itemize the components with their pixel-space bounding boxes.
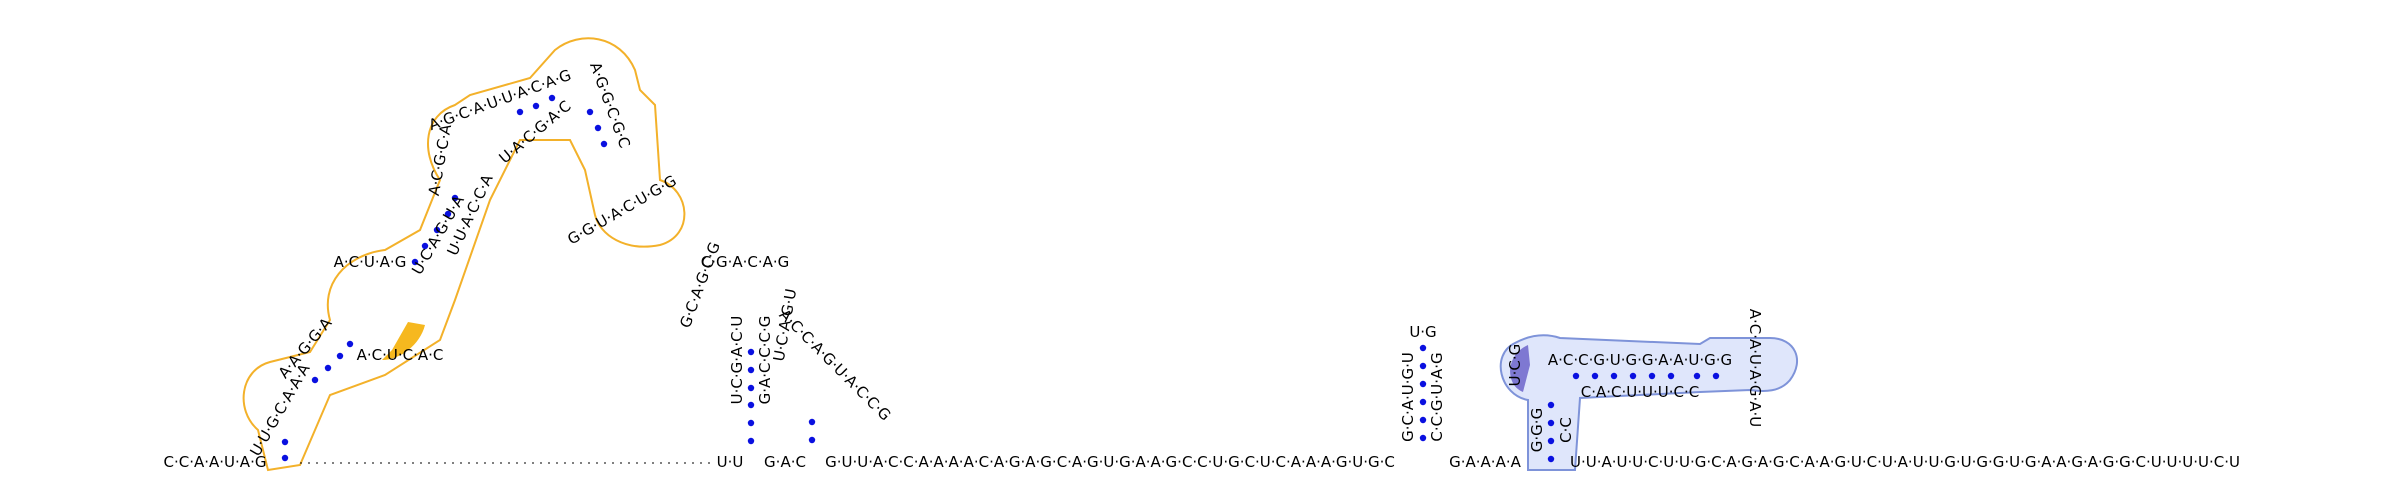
base-pair-dot bbox=[421, 242, 429, 250]
base-pair-dot bbox=[1547, 401, 1555, 409]
base-pair-dot bbox=[1419, 380, 1427, 388]
left-arm-right: A·C·U·C·A·C bbox=[357, 346, 444, 364]
backbone: C·C·A·A·U·A·G U·U G·A·C G·U·U·A·C·C·A·A·… bbox=[164, 453, 2240, 471]
base-pair-dot bbox=[808, 418, 816, 426]
backbone-right-text: U·U·A·U·U·C·U·U·G·C·A·G·A·G·C·A·A·G·U·C·… bbox=[1570, 453, 2240, 471]
base-pair-dot bbox=[600, 140, 608, 148]
mid-stem-left: U·C·G·A·C·U bbox=[728, 316, 746, 405]
base-pair-dot bbox=[532, 102, 540, 110]
base-pair-dot bbox=[346, 340, 354, 348]
base-pair-dot bbox=[747, 348, 755, 356]
mid-stem-right: G·A·C·C·C·G bbox=[756, 316, 774, 405]
base-pair-dot bbox=[1712, 372, 1720, 380]
base-pair-dot bbox=[548, 94, 556, 102]
base-pair-dot bbox=[1547, 419, 1555, 427]
base-pair-dot bbox=[281, 454, 289, 462]
right-bottom-strand: C·A·C·U·U·U·C·C bbox=[1581, 383, 1699, 401]
base-pair-dot bbox=[808, 436, 816, 444]
left-loop-small: G·G·U·A·C·U·G·G bbox=[564, 172, 679, 249]
base-pair-dot bbox=[1610, 372, 1618, 380]
base-pair-dot bbox=[1572, 372, 1580, 380]
base-pair-dot bbox=[433, 226, 441, 234]
orange-fill-spot bbox=[382, 322, 425, 360]
base-pair-dot bbox=[411, 258, 419, 266]
backbone-after-hairpin-text: G·A·A·A·A bbox=[1449, 453, 1521, 471]
base-pair-dot bbox=[1693, 372, 1701, 380]
right-purple: U·C·G bbox=[1506, 344, 1524, 387]
base-pair-dot bbox=[324, 364, 332, 372]
base-pair-dot bbox=[516, 108, 524, 116]
base-pair-dot bbox=[311, 376, 319, 384]
right-loop-end: A·C·A·U·A·G·A·U bbox=[1746, 309, 1764, 427]
base-pair-dot bbox=[1419, 398, 1427, 406]
middle-structure: U·C·G·A·C·U G·A·C·C·C·G G·C·A·G·C·G C·G·… bbox=[676, 240, 894, 445]
base-pair-dot bbox=[1629, 372, 1637, 380]
base-pair-dot bbox=[1547, 455, 1555, 463]
base-pair-dot bbox=[1648, 372, 1656, 380]
base-pair-dot bbox=[1419, 434, 1427, 442]
base-pair-dot bbox=[747, 419, 755, 427]
right-top-strand: A·C·C·G·U·G·G·A·A·U·G·G bbox=[1548, 351, 1732, 369]
backbone-mid1-text: U·U bbox=[717, 453, 744, 471]
base-pair-dot bbox=[1547, 437, 1555, 445]
base-pair-dot bbox=[1591, 372, 1599, 380]
base-pair-dot bbox=[336, 352, 344, 360]
right-stem-left: G·G·G bbox=[1528, 408, 1546, 452]
backbone-mid2-text: G·A·C bbox=[764, 453, 806, 471]
base-pair-dot bbox=[747, 401, 755, 409]
base-pair-dot bbox=[281, 438, 289, 446]
base-pair-dot bbox=[451, 194, 459, 202]
orange-highlight-region bbox=[242, 37, 686, 472]
left-loop2: A·C·U·A·G bbox=[334, 253, 407, 271]
base-pair-dot bbox=[444, 210, 452, 218]
base-pair-dot bbox=[747, 437, 755, 445]
hairpin-right: C·C·G·U·A·G bbox=[1428, 352, 1446, 441]
right-stem-right: C·C bbox=[1557, 417, 1575, 443]
base-pair-dot bbox=[594, 124, 602, 132]
base-pair-dot bbox=[1419, 362, 1427, 370]
base-pair-dot bbox=[747, 366, 755, 374]
base-pair-dot bbox=[747, 384, 755, 392]
purple-fill-spot bbox=[1510, 345, 1530, 392]
base-pair-dot bbox=[1667, 372, 1675, 380]
base-pair-dot bbox=[586, 108, 594, 116]
left-stem5: A·G·G·C·G·C bbox=[586, 60, 634, 151]
hairpin-left: G·C·A·U·G·U bbox=[1399, 352, 1417, 442]
right-structure: G·G·G C·C U·C·G A·C·C·G·U·G·G·A·A·U·G·G … bbox=[1506, 309, 1764, 463]
base-pair-dot bbox=[1419, 344, 1427, 352]
mid-loop-right: A·C·C·A·G·U·A·C·C·G bbox=[776, 306, 895, 425]
hairpin-loop: U·G bbox=[1409, 323, 1436, 341]
blue-highlight-region bbox=[1499, 334, 1799, 471]
hairpin: G·C·A·U·G·U C·C·G·U·A·G U·G bbox=[1399, 323, 1446, 442]
left-structure: U·U·G·C·A·A·A A·A·G·G·A A·C·U·A·G A·C·U·… bbox=[246, 60, 680, 462]
mid-loop-top: C·G·A·C·A·G bbox=[701, 253, 790, 271]
backbone-long-text: G·U·U·A·C·C·A·A·A·A·C·A·G·A·G·C·A·G·U·G·… bbox=[825, 453, 1395, 471]
base-pair-dot bbox=[1419, 416, 1427, 424]
backbone-left-text: C·C·A·A·U·A·G bbox=[164, 453, 267, 471]
